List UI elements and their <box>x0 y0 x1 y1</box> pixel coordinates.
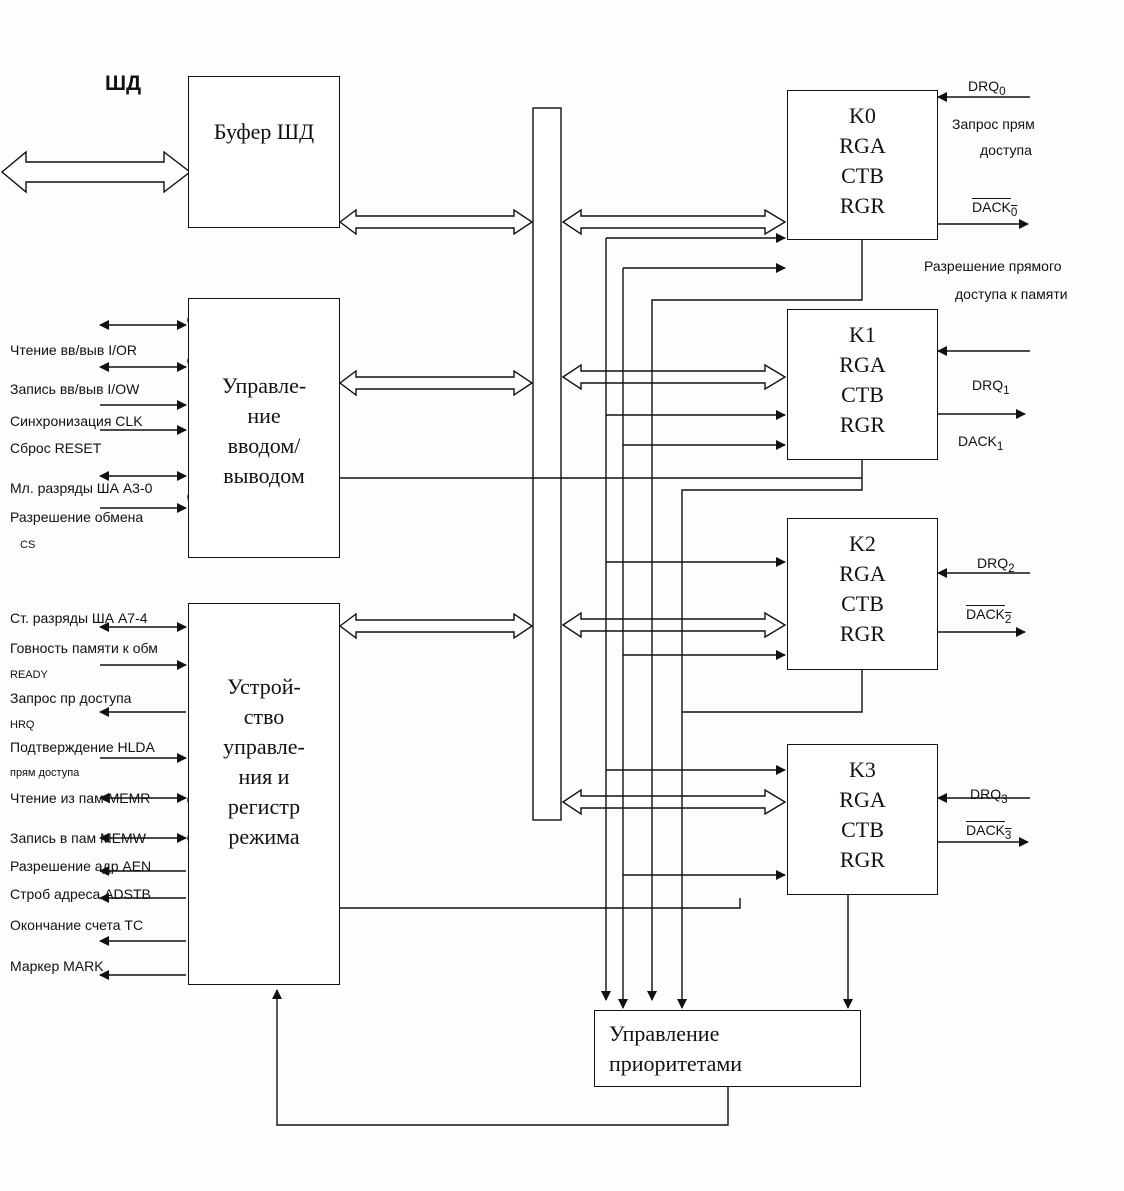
signal-drq1: DRQ1 <box>972 377 1010 397</box>
io-line-3: вводом/ <box>227 433 301 458</box>
signal-tc: Окончание счета TC <box>10 917 144 933</box>
signal-drq0-desc-1: Запрос прям <box>952 116 1035 132</box>
signal-drq2: DRQ2 <box>977 555 1015 575</box>
io-control-block: Управле- ние вводом/ выводом <box>188 298 340 558</box>
k2-rga: RGA <box>839 561 886 586</box>
signal-dack0-desc-1: Разрешение прямого <box>924 258 1062 274</box>
signal-memory-ready: Говность памяти к обм <box>10 640 158 656</box>
signal-adstb: Строб адреса ADSTB <box>10 886 151 902</box>
signal-dack1: DACK1 <box>958 433 1004 453</box>
signal-hlda: Подтверждение HLDA <box>10 739 155 755</box>
signal-ready: READY <box>10 669 48 681</box>
signal-exchange-enable: Разрешение обмена <box>10 509 144 525</box>
signal-dack0: DACK0 <box>972 199 1018 219</box>
signal-reset: Сброс RESET <box>10 440 102 456</box>
signal-dma-request: Запрос пр доступа <box>10 690 132 706</box>
k3-rga: RGA <box>839 787 886 812</box>
k1-rgr: RGR <box>839 412 886 437</box>
io-line-4: выводом <box>223 463 305 488</box>
data-bus-arrow <box>0 150 192 194</box>
k3-ctb: CTB <box>841 817 884 842</box>
k0-rgr: RGR <box>839 193 886 218</box>
data-bus-label: ШД <box>105 72 142 95</box>
signal-a7-4: Ст. разряды ША А7-4 <box>10 610 148 626</box>
channel-k1-block: K1 RGA CTB RGR <box>787 309 938 460</box>
mode-line-3: управле- <box>223 734 305 759</box>
mode-control-block: Устрой- ство управле- ния и регистр режи… <box>188 603 340 985</box>
signal-drq0: DRQ0 <box>968 78 1006 98</box>
k1-name: K1 <box>849 322 876 347</box>
k1-rga: RGA <box>839 352 886 377</box>
k0-ctb: CTB <box>841 163 884 188</box>
buffer-title: Буфер ШД <box>213 119 315 144</box>
signal-cs: CS <box>20 539 36 551</box>
signal-memr: Чтение из пам MEMR <box>10 790 151 806</box>
signal-dack2: DACK2 <box>966 606 1012 626</box>
channel-k2-block: K2 RGA CTB RGR <box>787 518 938 670</box>
signal-hlda-desc: прям доступа <box>10 767 80 779</box>
k2-ctb: CTB <box>841 591 884 616</box>
mode-line-6: режима <box>228 824 300 849</box>
signal-memw: Запись в пам MEMW <box>10 830 146 846</box>
mode-line-4: ния и <box>238 764 290 789</box>
channel-k0-block: K0 RGA CTB RGR <box>787 90 938 240</box>
priority-line-2: приоритетами <box>609 1051 743 1076</box>
signal-dack3: DACK3 <box>966 822 1012 842</box>
k2-rgr: RGR <box>839 621 886 646</box>
mode-line-2: ство <box>243 704 285 729</box>
mode-line-5: регистр <box>227 794 301 819</box>
data-bus-buffer-block: Буфер ШД <box>188 76 340 228</box>
mode-line-1: Устрой- <box>227 674 301 699</box>
signal-mark: Маркер MARK <box>10 958 104 974</box>
k0-rga: RGA <box>839 133 886 158</box>
signal-clk: Синхронизация CLK <box>10 413 143 429</box>
priority-control-block: Управление приоритетами <box>594 1010 861 1087</box>
k3-rgr: RGR <box>839 847 886 872</box>
signal-aen: Разрешение адр AEN <box>10 858 152 874</box>
internal-bus <box>532 107 562 821</box>
k1-ctb: CTB <box>841 382 884 407</box>
k0-name: K0 <box>849 103 876 128</box>
k2-name: K2 <box>849 531 876 556</box>
signal-a3-0: Мл. разряды ША А3-0 <box>10 480 153 496</box>
priority-line-1: Управление <box>609 1021 720 1046</box>
io-line-1: Управле- <box>221 373 307 398</box>
signal-ior: Чтение вв/выв I/OR <box>10 342 137 358</box>
signal-iow: Запись вв/выв I/OW <box>10 381 140 397</box>
signal-dack0-desc-2: доступа к памяти <box>955 286 1068 302</box>
signal-drq0-desc-2: доступа <box>980 142 1032 158</box>
signal-hrq: HRQ <box>10 719 35 731</box>
io-line-2: ние <box>247 403 281 428</box>
k3-name: K3 <box>849 757 876 782</box>
channel-k3-block: K3 RGA CTB RGR <box>787 744 938 895</box>
signal-drq3: DRQ3 <box>970 786 1008 806</box>
